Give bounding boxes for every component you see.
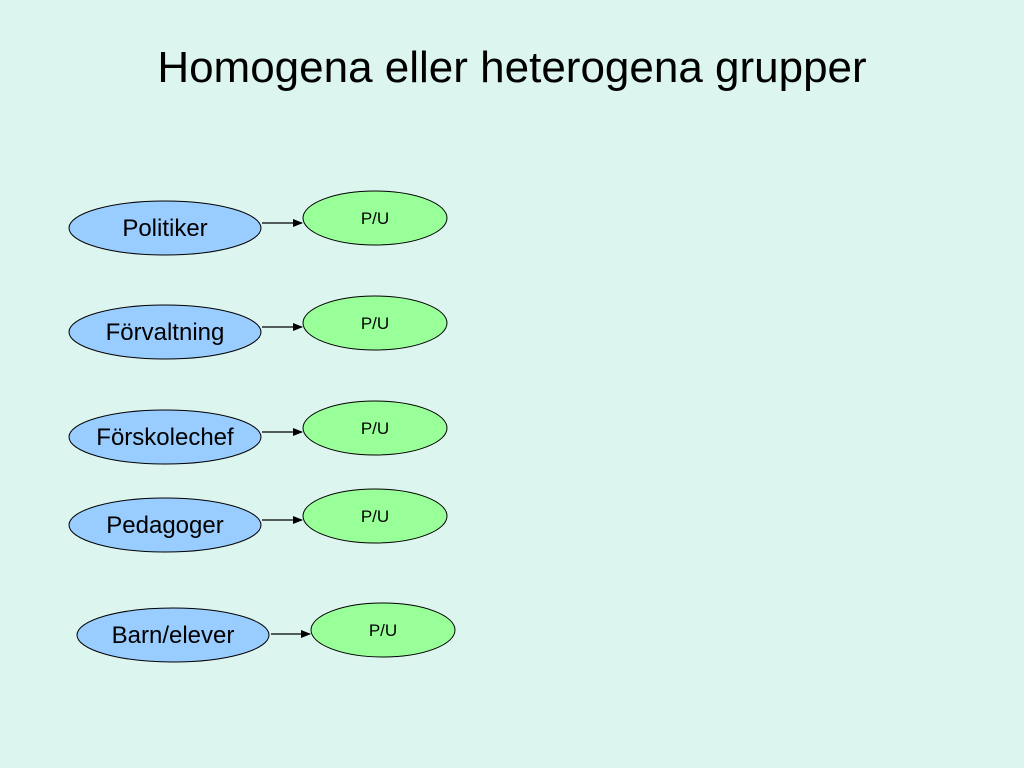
- result-label: P/U: [361, 314, 389, 333]
- role-node-pedagoger: [68, 497, 262, 553]
- result-node: [302, 400, 448, 456]
- role-label-pedagoger: Pedagoger: [106, 512, 223, 539]
- role-label-forvaltning: Förvaltning: [106, 319, 225, 346]
- result-label: P/U: [361, 209, 389, 228]
- result-label: P/U: [369, 621, 397, 640]
- flow-row-forvaltning: Förvaltning P/U: [68, 295, 448, 360]
- role-label-forskolechef: Förskolechef: [96, 424, 234, 451]
- result-label: P/U: [361, 507, 389, 526]
- result-node: [310, 602, 456, 658]
- flow-row-politiker: Politiker P/U: [68, 190, 448, 256]
- flow-row-pedagoger: Pedagoger P/U: [68, 488, 448, 553]
- role-node-forskolechef: [68, 409, 262, 465]
- role-node-barn-elever: [76, 607, 270, 663]
- result-node: [302, 190, 448, 246]
- flow-row-barn-elever: Barn/elever P/U: [76, 602, 456, 663]
- role-label-politiker: Politiker: [122, 215, 207, 242]
- role-node-forvaltning: [68, 304, 262, 360]
- result-node: [302, 295, 448, 351]
- result-node: [302, 488, 448, 544]
- flow-row-forskolechef: Förskolechef P/U: [68, 400, 448, 465]
- result-label: P/U: [361, 419, 389, 438]
- slide-title: Homogena eller heterogena grupper: [157, 43, 867, 92]
- role-node-politiker: [68, 200, 262, 256]
- role-label-barn-elever: Barn/elever: [112, 622, 235, 649]
